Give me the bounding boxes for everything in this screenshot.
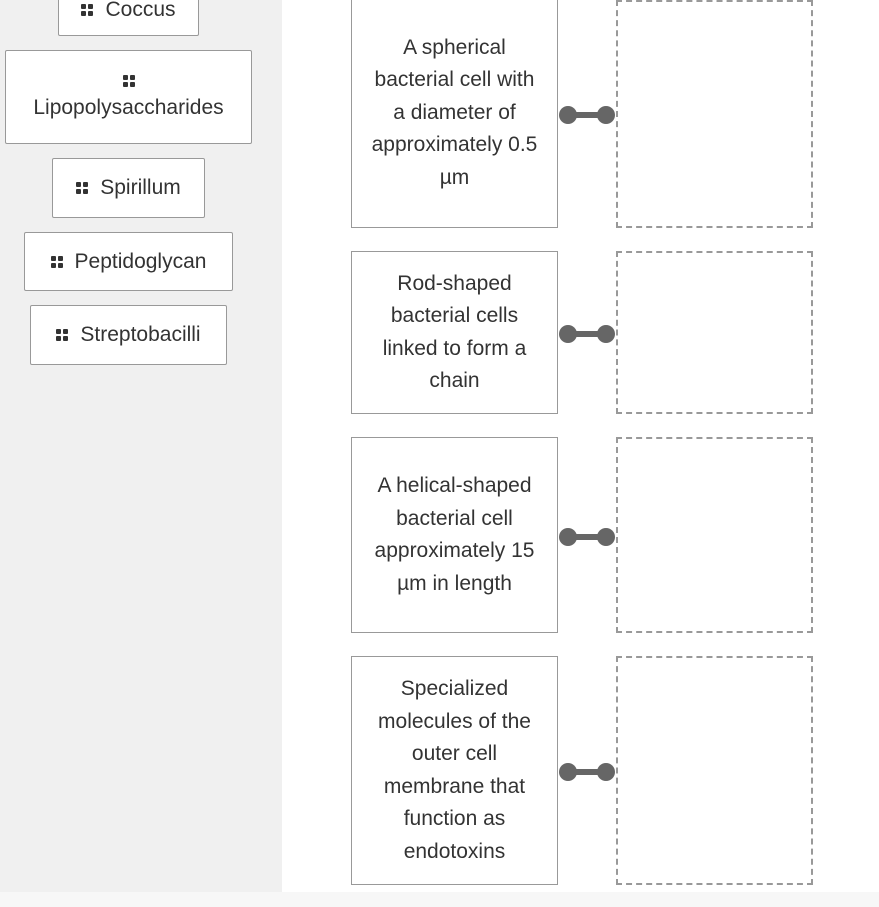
connector-icon [558, 324, 616, 344]
drop-target[interactable] [616, 251, 813, 414]
drag-chip-coccus[interactable]: Coccus [58, 0, 199, 36]
chip-label: Peptidoglycan [74, 249, 207, 273]
drag-handle-icon [50, 255, 63, 268]
drag-chip-streptobacilli[interactable]: Streptobacilli [30, 305, 227, 365]
description-box: Specialized molecules of the outer cell … [351, 656, 558, 885]
drop-target[interactable] [616, 437, 813, 633]
word-bank-panel [0, 0, 282, 892]
drop-target[interactable] [616, 656, 813, 885]
chip-label: Streptobacilli [80, 323, 201, 346]
description-box: Rod-shaped bacterial cells linked to for… [351, 251, 558, 414]
chip-label: Lipopolysaccharides [33, 95, 224, 119]
description-box: A spherical bacterial cell with a diamet… [351, 0, 558, 228]
connector-icon [558, 105, 616, 125]
bottom-bar [0, 892, 879, 907]
drag-chip-spirillum[interactable]: Spirillum [52, 158, 205, 218]
drag-handle-icon [56, 329, 69, 341]
chip-label: Spirillum [100, 176, 181, 199]
drag-chip-peptidoglycan[interactable]: Peptidoglycan [24, 232, 233, 291]
drag-handle-icon [76, 182, 89, 194]
divider-strip [282, 0, 300, 892]
drag-handle-icon [122, 74, 135, 87]
drag-chip-lipopolysaccharides[interactable]: Lipopolysaccharides [5, 50, 252, 144]
connector-icon [558, 527, 616, 547]
drop-target[interactable] [616, 0, 813, 228]
drag-handle-icon [81, 4, 94, 16]
chip-label: Coccus [105, 0, 176, 21]
description-box: A helical-shaped bacterial cell approxim… [351, 437, 558, 633]
connector-icon [558, 762, 616, 782]
